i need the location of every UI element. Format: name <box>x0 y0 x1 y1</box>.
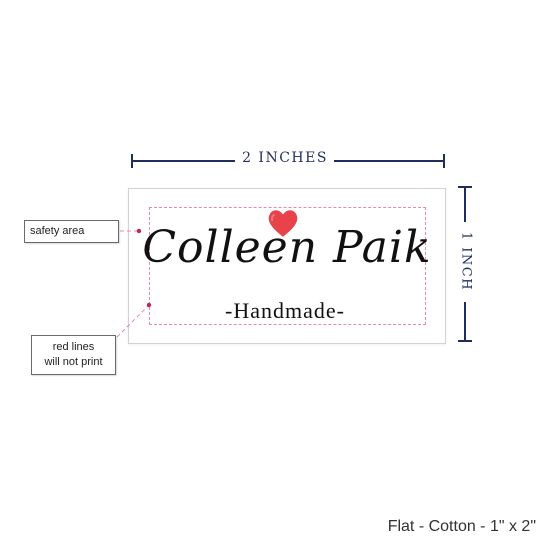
red-lines-callout: red lines will not print <box>31 335 116 375</box>
brand-name: Colleen Paik <box>142 222 432 273</box>
safety-area-callout-text: safety area <box>30 225 85 237</box>
red-lines-callout-line2: will not print <box>44 356 103 368</box>
height-dimension-cap <box>458 340 472 342</box>
height-dimension-line <box>464 186 466 222</box>
brand-tagline: -Handmade- <box>225 298 345 323</box>
safety-area-guide <box>149 207 426 325</box>
width-dimension-line <box>334 160 444 162</box>
safety-area-callout: safety area <box>24 220 119 243</box>
width-dimension-label: 2 INCHES <box>242 150 328 166</box>
height-dimension-cap <box>458 186 472 188</box>
red-lines-callout-line1: red lines <box>52 341 95 353</box>
width-dimension-line <box>131 160 235 162</box>
width-dimension-cap <box>131 154 133 168</box>
heart-icon <box>268 210 298 237</box>
product-caption: Flat - Cotton - 1" x 2" <box>387 518 536 535</box>
height-dimension-line <box>464 302 466 342</box>
width-dimension-cap <box>443 154 445 168</box>
